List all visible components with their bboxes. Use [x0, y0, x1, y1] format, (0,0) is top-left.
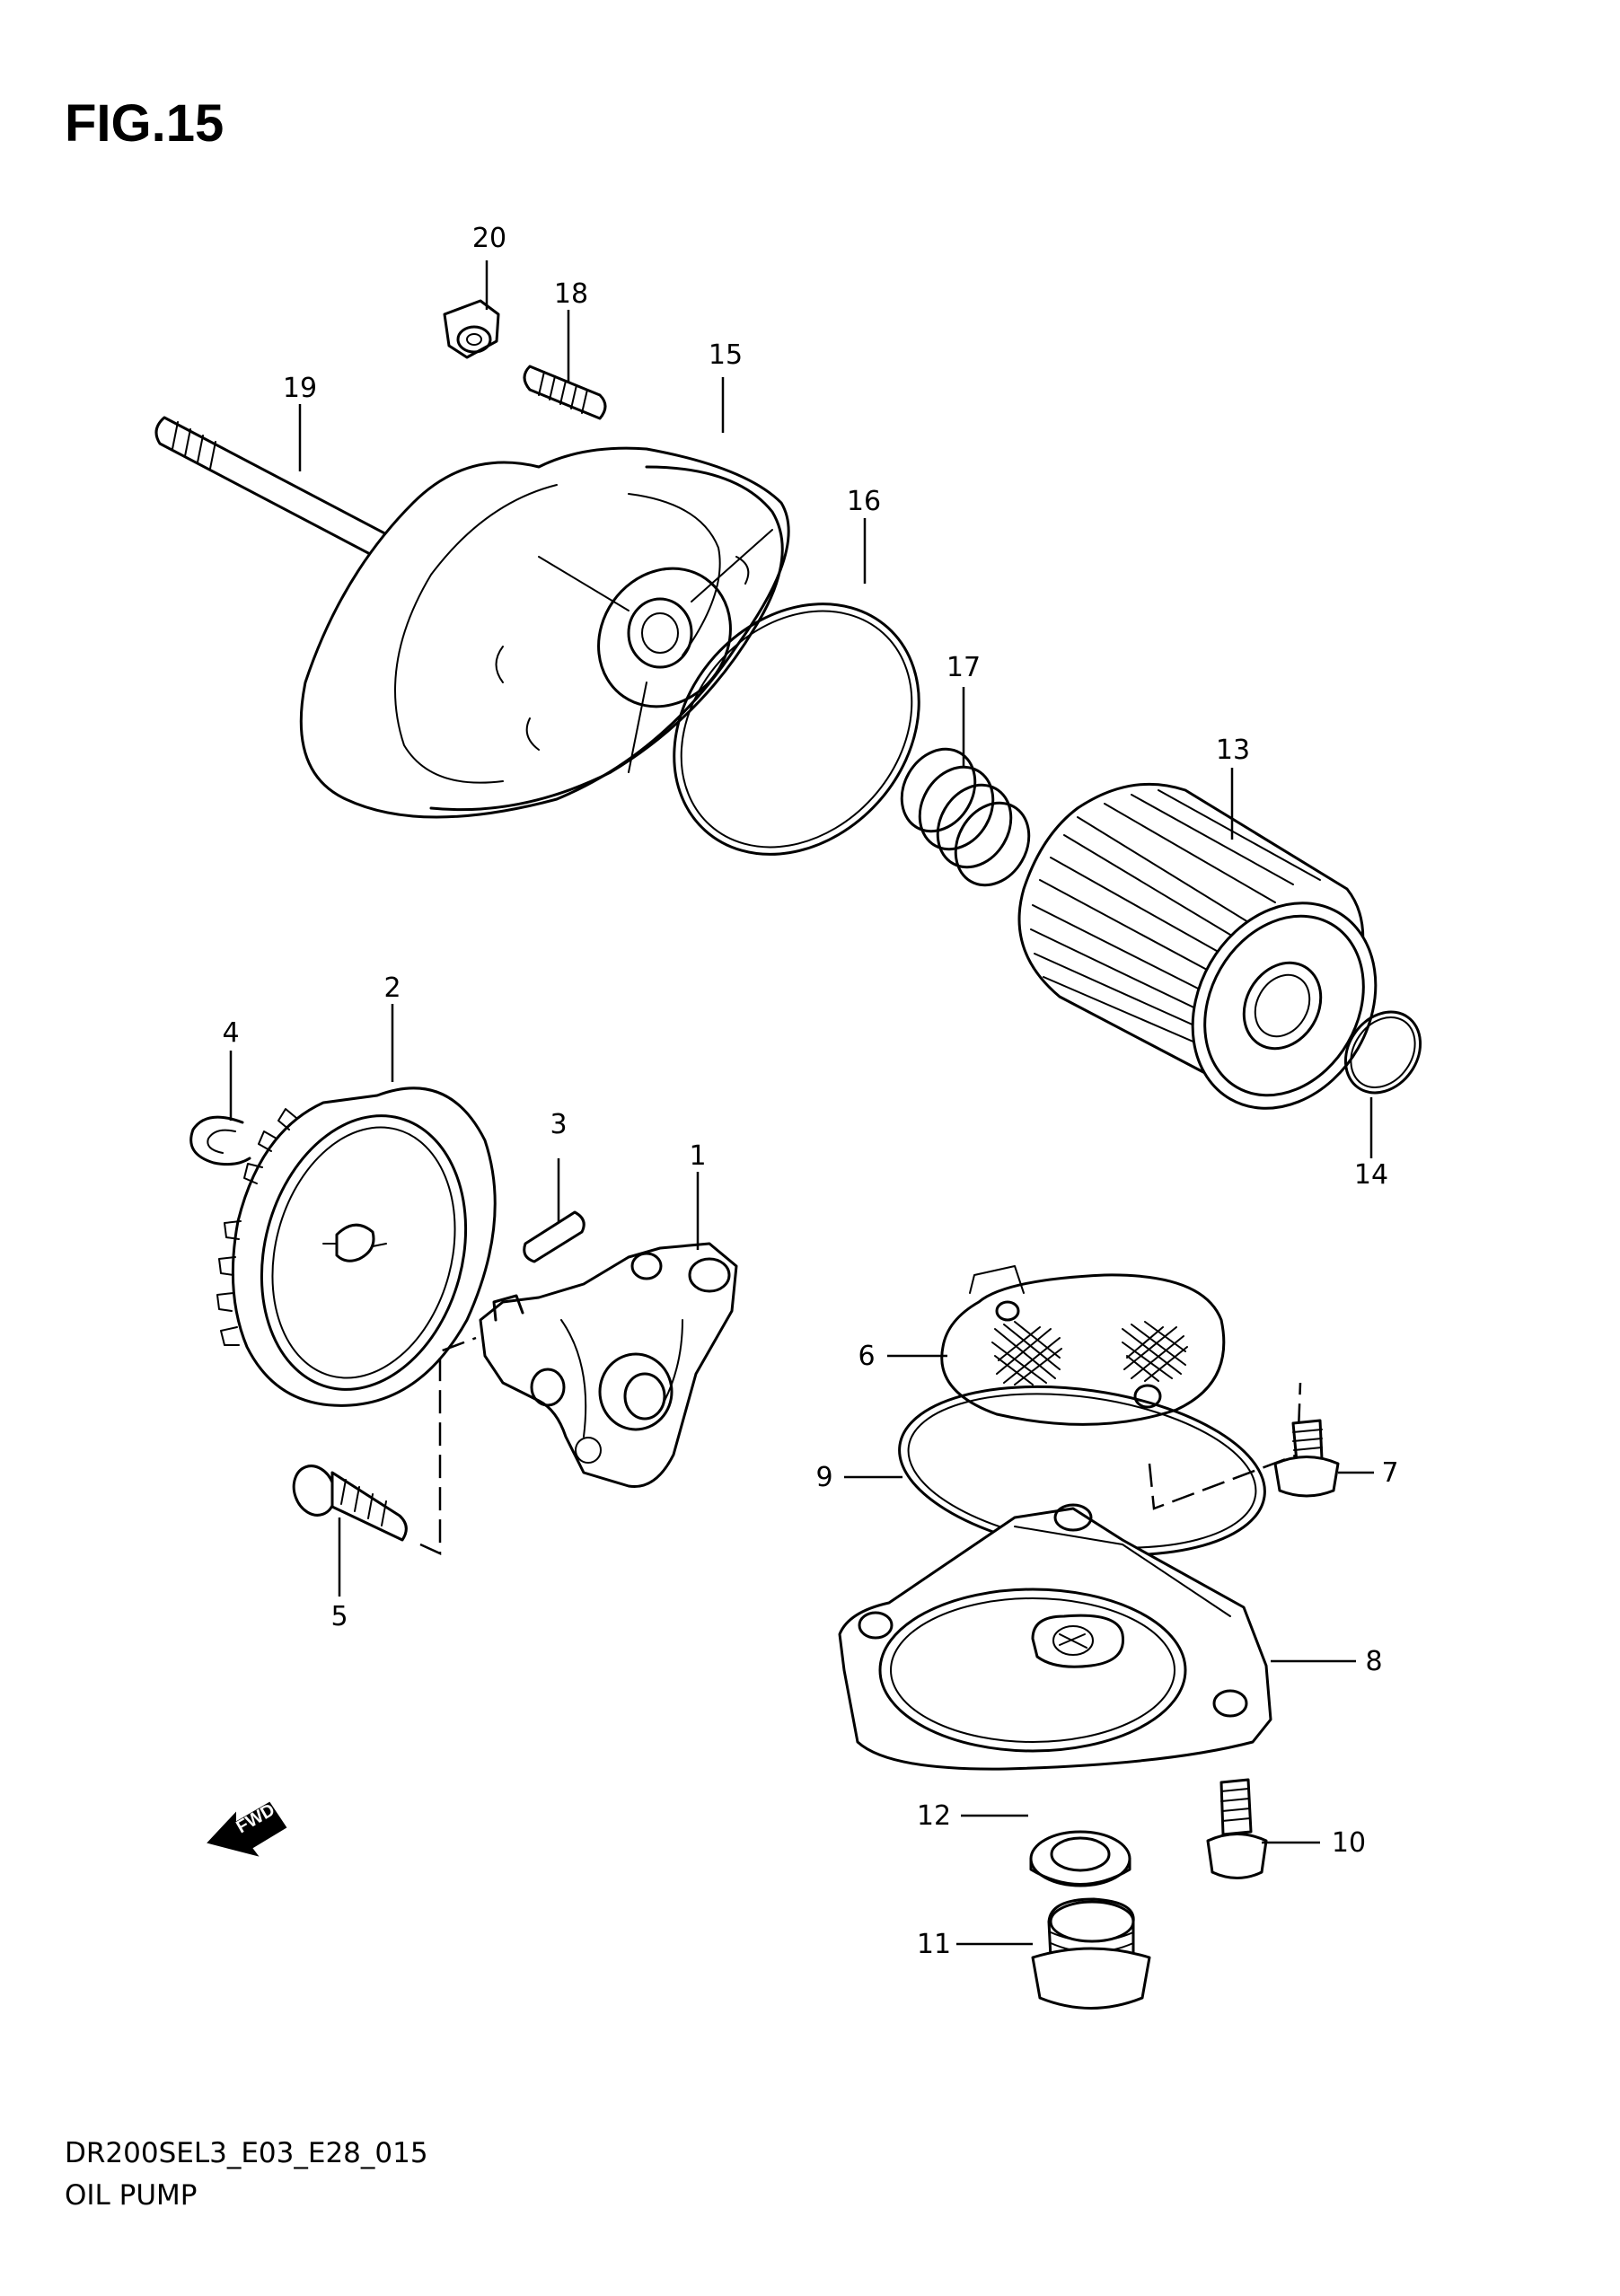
part-20-nut	[443, 299, 500, 359]
part-15-filter-cover	[299, 446, 790, 819]
part-17-spring	[900, 747, 1031, 887]
callout-5: 5	[330, 1601, 348, 1632]
callout-18: 18	[554, 278, 588, 310]
part-7-bolt	[1273, 1419, 1340, 1498]
part-2-driven-gear	[216, 1086, 497, 1407]
part-10-bolt	[1206, 1778, 1268, 1879]
callout-13: 13	[1216, 735, 1250, 766]
callout-8: 8	[1365, 1646, 1382, 1677]
callout-6: 6	[858, 1341, 875, 1372]
callout-11: 11	[917, 1929, 951, 1960]
callout-7: 7	[1381, 1457, 1398, 1489]
figure-title: FIG.15	[65, 94, 224, 153]
callout-12: 12	[917, 1800, 951, 1832]
part-11-drain-plug	[1031, 1897, 1151, 2010]
callout-4: 4	[222, 1017, 239, 1049]
diagram-name: OIL PUMP	[65, 2179, 198, 2212]
part-13-oil-filter	[1017, 782, 1378, 1110]
callout-9: 9	[815, 1462, 832, 1493]
callout-17: 17	[946, 652, 981, 683]
part-16-o-ring	[673, 603, 920, 856]
part-18-stud	[523, 365, 607, 420]
strainer-mesh-left	[991, 1321, 1062, 1386]
callout-16: 16	[847, 486, 881, 517]
callout-15: 15	[709, 339, 743, 371]
part-3-pin	[523, 1210, 585, 1263]
callout-10: 10	[1332, 1827, 1366, 1859]
part-14-o-ring	[1343, 1010, 1422, 1095]
part-12-washer	[1029, 1830, 1131, 1887]
callout-2: 2	[383, 972, 401, 1004]
diagram-code: DR200SEL3_E03_E28_015	[65, 2137, 428, 2169]
part-4-circlip	[189, 1115, 251, 1166]
callout-3: 3	[550, 1109, 567, 1140]
callout-14: 14	[1354, 1159, 1388, 1191]
callout-1: 1	[689, 1140, 706, 1172]
part-1-oil-pump	[479, 1242, 738, 1489]
part-8-oil-pan	[838, 1503, 1272, 1771]
part-6-oil-strainer	[940, 1265, 1226, 1426]
part-5-bolt	[292, 1465, 408, 1542]
fwd-arrow-icon: FWD	[207, 1800, 287, 1857]
strainer-mesh-right	[1122, 1321, 1188, 1382]
callout-20: 20	[472, 223, 506, 254]
callout-19: 19	[283, 373, 317, 404]
